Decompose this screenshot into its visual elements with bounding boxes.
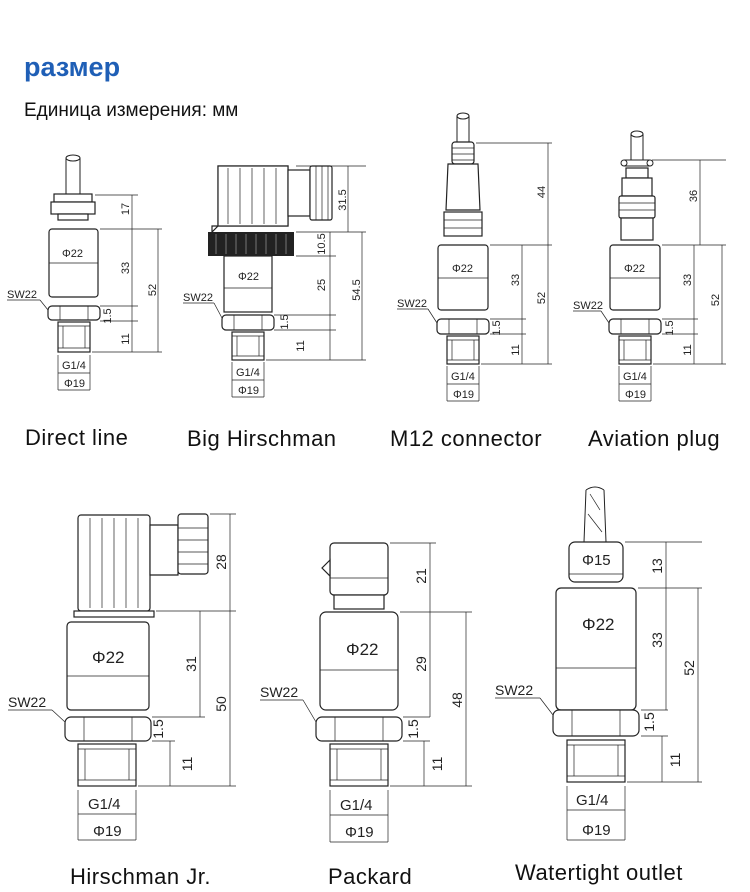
dim-base-diameter: Φ19 <box>64 378 85 390</box>
caption-direct-line: Direct line <box>25 425 128 450</box>
dimension-label: 52 <box>710 294 722 306</box>
caption-aviation-plug: Aviation plug <box>588 426 720 451</box>
dimension-label: SW22 <box>260 684 298 700</box>
dimension-label: SW22 <box>495 682 533 698</box>
dimension-label: SW22 <box>397 298 427 310</box>
dimension-label: SW22 <box>183 292 213 304</box>
dimension-label: 21 <box>413 568 429 584</box>
sensor-m12-connector: Φ22 SW22 G1/4 Φ19 44 33 52 1.5 11 M12 co… <box>390 112 552 451</box>
dimension-label: G1/4 <box>340 797 373 814</box>
sensor-watertight-outlet: Φ15 Φ22 SW22 G1/4 Φ19 13 33 52 1.5 11 Wa… <box>495 486 702 885</box>
dimension-label: 11 <box>682 344 694 355</box>
sensor-packard: Φ22 SW22 G1/4 Φ19 21 29 48 1.5 11 Packar… <box>260 542 472 889</box>
sensor-big-hirschman: Φ22 SW22 G1/4 Φ19 31.5 10.5 25 54.5 1.5 … <box>183 165 366 451</box>
dimension-label: 28 <box>213 554 229 570</box>
dimension-label: 31 <box>183 656 199 672</box>
dimension-label: 48 <box>449 692 465 708</box>
sensor-direct-line: Φ22 SW22 G1/4 Φ19 17 33 52 1.5 11 Direct… <box>7 154 162 450</box>
dimension-label: Φ19 <box>453 389 474 401</box>
dimension-label: G1/4 <box>236 367 260 379</box>
dimension-label: Φ22 <box>582 615 614 634</box>
dim-thread: G1/4 <box>62 360 86 372</box>
dimension-label: 1.5 <box>405 719 421 739</box>
unit-note: Единица измерения: мм <box>24 100 239 121</box>
dimension-label: 25 <box>316 279 328 291</box>
dimension-label: 11 <box>667 753 683 768</box>
dimension-label: G1/4 <box>88 796 121 813</box>
dimension-label: SW22 <box>8 694 46 710</box>
dimension-label: Φ22 <box>346 640 378 659</box>
dimension-label: Φ19 <box>238 385 259 397</box>
dimension-label: 1.5 <box>279 314 291 329</box>
dimension-label: 1.5 <box>641 712 657 732</box>
dimension-label: 11 <box>510 344 522 355</box>
dimension-label: 44 <box>536 186 548 198</box>
dimension-label: 13 <box>649 558 665 574</box>
dimension-label: 1.5 <box>102 308 114 323</box>
caption-hirschman-jr: Hirschman Jr. <box>70 864 211 889</box>
dimension-label: SW22 <box>573 300 603 312</box>
dimension-label: 50 <box>213 696 229 712</box>
dimension-label: 17 <box>120 203 132 215</box>
dimension-label: 33 <box>510 274 522 286</box>
page-title: размер <box>24 52 121 82</box>
dimension-label: 11 <box>120 333 132 344</box>
dimension-label: 1.5 <box>491 320 503 335</box>
dimension-label: Φ19 <box>345 824 374 841</box>
dimension-label: 1.5 <box>150 719 166 739</box>
dimension-label: 36 <box>688 190 700 202</box>
dimension-label: 10.5 <box>316 233 328 254</box>
dimension-label: Φ22 <box>92 648 124 667</box>
caption-packard: Packard <box>328 864 412 889</box>
dimension-label: G1/4 <box>576 792 609 809</box>
dimension-label: 54.5 <box>351 279 363 300</box>
dimension-label: 11 <box>295 340 307 351</box>
dimension-label: Φ19 <box>582 822 611 839</box>
dimension-label: 52 <box>536 292 548 304</box>
dimension-label: 29 <box>413 656 429 672</box>
dimension-label: 1.5 <box>664 320 676 335</box>
dimension-label: 33 <box>682 274 694 286</box>
caption-big-hirschman: Big Hirschman <box>187 426 337 451</box>
dimension-label: G1/4 <box>451 371 475 383</box>
dimension-label: Φ22 <box>624 263 645 275</box>
dimension-label: Φ22 <box>452 263 473 275</box>
dim-sw: SW22 <box>7 289 37 301</box>
dimension-label: Φ19 <box>625 389 646 401</box>
dimension-label: 33 <box>649 632 665 648</box>
sensor-hirschman-jr: Φ22 SW22 G1/4 Φ19 28 31 50 1.5 11 Hirsch… <box>8 513 236 889</box>
dimension-label: 33 <box>120 262 132 274</box>
dimension-label: 52 <box>681 660 697 676</box>
caption-m12-connector: M12 connector <box>390 426 542 451</box>
dimension-label: 31.5 <box>337 189 349 210</box>
dimension-label: Φ15 <box>582 552 611 569</box>
dim-body-diameter: Φ22 <box>62 248 83 260</box>
dimension-label: Φ19 <box>93 823 122 840</box>
dimension-label: 11 <box>179 757 195 772</box>
dimension-label: 11 <box>429 757 445 772</box>
dimension-label: 52 <box>147 284 159 296</box>
dimension-label: G1/4 <box>623 371 647 383</box>
caption-watertight-outlet: Watertight outlet <box>515 860 683 885</box>
dimension-label: Φ22 <box>238 271 259 283</box>
sensor-aviation-plug: Φ22 SW22 G1/4 Φ19 36 33 52 1.5 11 Aviati… <box>573 130 726 451</box>
